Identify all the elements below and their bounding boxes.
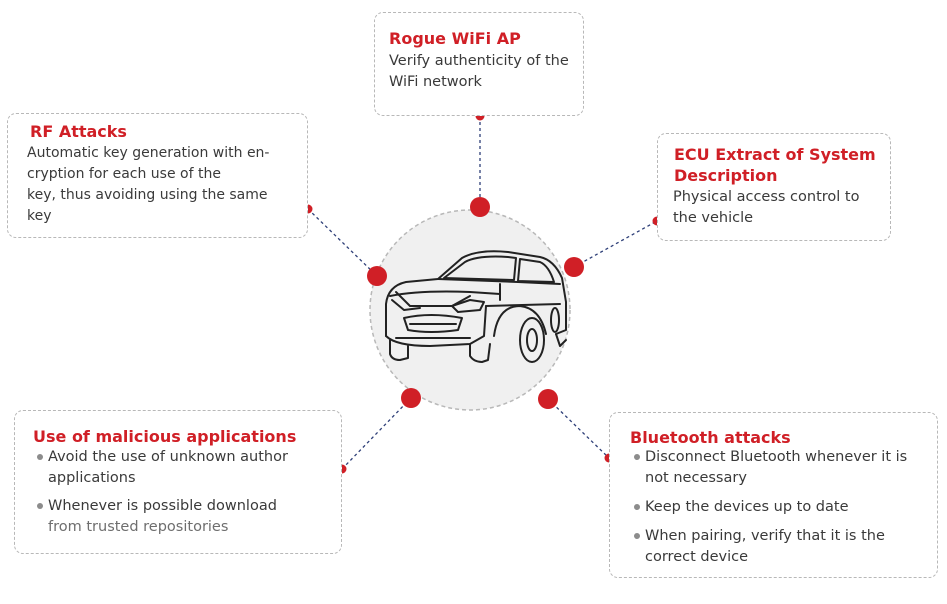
rf-attacks-title: RF Attacks	[30, 122, 127, 141]
rf-attacks-line-1: Automatic key generation with en-	[27, 145, 270, 161]
rogue-wifi-line-2: WiFi network	[389, 74, 482, 90]
bluetooth-bullet-3: When pairing, verify that it is the corr…	[634, 526, 885, 568]
ecu-title-line-1: ECU Extract of System	[674, 145, 876, 164]
connector-ecu	[573, 220, 658, 268]
ecu-text: Physical access control to the vehicle	[673, 187, 860, 229]
rogue-wifi-box	[374, 12, 584, 116]
node-bluetooth	[538, 389, 558, 409]
connector-bluetooth	[547, 398, 610, 459]
bullet-dot	[37, 454, 43, 460]
malicious-apps-bullet-2: Whenever is possible download from trust…	[37, 496, 277, 538]
bluetooth-bullet-2: Keep the devices up to date	[634, 497, 849, 518]
ecu-title: ECU Extract of System Description	[674, 144, 876, 186]
car-icon	[385, 250, 567, 363]
ecu-line-1: Physical access control to	[673, 189, 860, 205]
rf-attacks-line-2: cryption for each use of the	[27, 166, 221, 182]
rf-attacks-line-4: key	[27, 208, 52, 224]
rf-attacks-box	[7, 113, 308, 238]
node-rogue-wifi	[470, 197, 490, 217]
ecu-title-line-2: Description	[674, 166, 778, 185]
bullet-dot	[634, 454, 640, 460]
malicious-apps-title: Use of malicious applications	[33, 427, 297, 446]
bullet-dot	[634, 504, 640, 510]
bullet-dot	[634, 533, 640, 539]
rogue-wifi-title: Rogue WiFi AP	[389, 29, 521, 48]
malicious-apps-box	[14, 410, 342, 554]
bluetooth-title: Bluetooth attacks	[630, 428, 791, 447]
node-ecu	[564, 257, 584, 277]
ecu-line-2: the vehicle	[673, 210, 754, 226]
ecu-box	[657, 133, 891, 241]
node-rf-attacks	[367, 266, 387, 286]
bluetooth-bullet-1: Disconnect Bluetooth whenever it is not …	[634, 447, 907, 489]
connector-rf-attacks	[307, 208, 378, 277]
bullet-dot	[37, 503, 43, 509]
bluetooth-box	[609, 412, 938, 578]
rf-attacks-text: Automatic key generation with en- crypti…	[27, 143, 269, 227]
rogue-wifi-line-1: Verify authenticity of the	[389, 53, 569, 69]
node-malicious-apps	[401, 388, 421, 408]
rogue-wifi-text: Verify authenticity of the WiFi network	[389, 51, 569, 93]
malicious-apps-bullet-1: Avoid the use of unknown author applicat…	[37, 447, 288, 489]
connector-malicious-apps	[341, 397, 412, 470]
rf-attacks-line-3: key, thus avoiding using the same	[27, 187, 268, 203]
